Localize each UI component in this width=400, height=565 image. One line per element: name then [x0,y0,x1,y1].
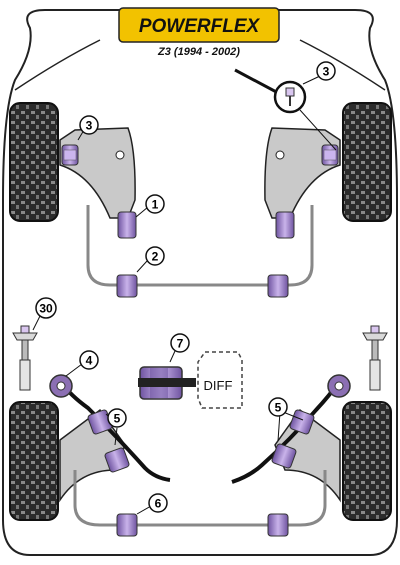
callout-30: 30 [32,297,57,331]
callout-3-right: 3 [302,61,336,85]
diff-outline [197,351,243,409]
bush-rear-left-arm-2 [104,447,130,473]
rear-right-tyre [342,401,392,521]
brand-text: POWERFLEX [139,16,261,37]
bush-rear-right-upper [327,374,351,398]
svg-text:3: 3 [323,65,330,79]
callout-5-right: 5 [268,397,304,442]
bush-rear-arb-left [116,513,138,537]
car-body-outline [1,9,398,556]
bush-rear-right-arm-2 [271,443,297,469]
callout-3-left: 3 [77,115,99,141]
bush-rear-left-upper [49,374,73,398]
rear-left-subframe-bar [60,381,171,482]
diff-label: DIFF [204,378,233,393]
svg-text:2: 2 [152,250,159,264]
callout-6: 6 [136,493,168,515]
svg-text:3: 3 [86,119,93,133]
rear-right-subframe-bar [231,381,340,484]
bush-front-arb-left [116,274,138,298]
shock-mount-right [362,325,388,391]
callout-4: 4 [65,350,99,377]
svg-text:4: 4 [86,354,93,368]
bush-rear-right-arm-1 [289,409,315,435]
front-right-wishbone [264,127,341,219]
model-title: Z3 (1994 - 2002) [157,46,240,58]
callout-2: 2 [136,246,165,273]
bush-front-left-rear [117,211,137,239]
front-left-tyre [9,102,59,222]
bush-rear-arb-right [267,513,289,537]
bush-front-arb-right [267,274,289,298]
svg-text:1: 1 [152,198,159,212]
bush-front-left-inner [61,144,79,166]
callout-7: 7 [169,333,190,363]
svg-text:7: 7 [177,337,184,351]
callout-5-left: 5 [105,408,127,446]
front-right-tyre [342,102,392,222]
front-anti-roll-bar [86,205,314,287]
svg-text:6: 6 [155,497,162,511]
svg-text:5: 5 [275,401,282,415]
rear-left-tyre [9,401,59,521]
powerflex-logo: POWERFLEX [118,7,280,43]
bush-front-right-inner [321,144,339,166]
svg-text:30: 30 [39,302,53,316]
diff-mount-bush [138,366,196,400]
shock-mount-left [12,325,38,391]
bush-front-right-rear [275,211,295,239]
callout-1: 1 [135,194,165,218]
rear-anti-roll-bar [73,470,327,527]
front-left-wishbone [59,127,136,219]
svg-text:5: 5 [114,412,121,426]
